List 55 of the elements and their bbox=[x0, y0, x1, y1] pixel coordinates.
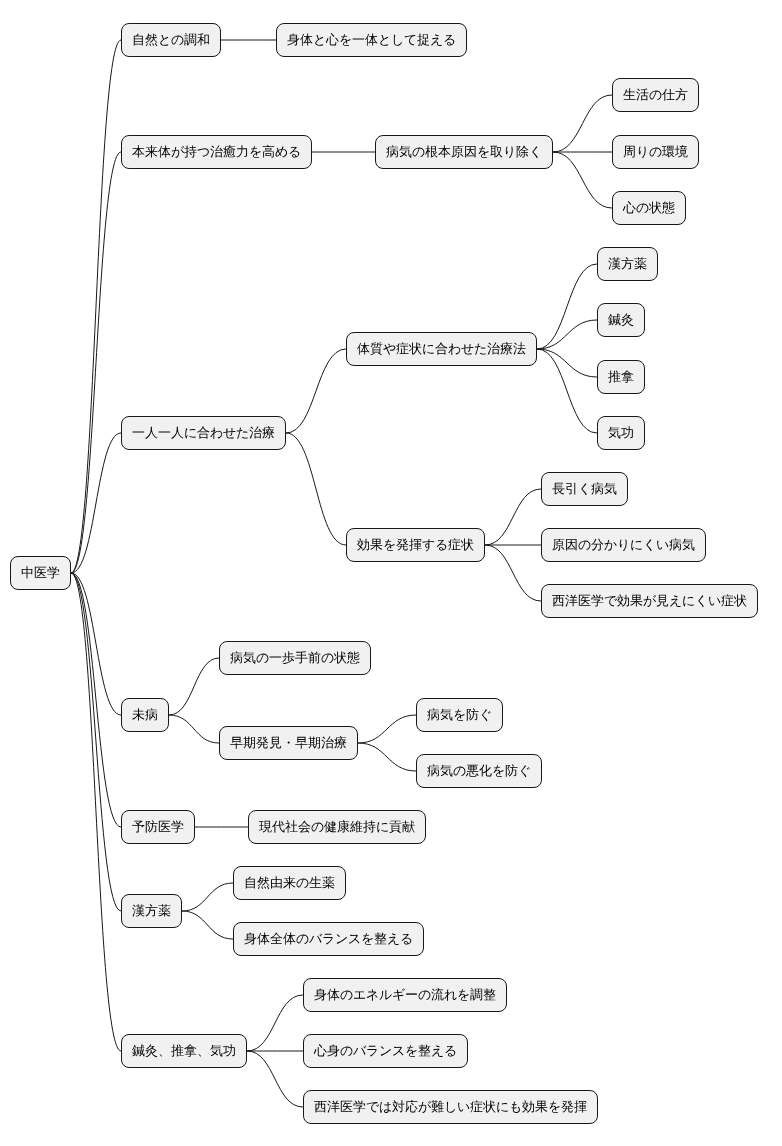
topic-box: 推拿 bbox=[597, 360, 645, 394]
topic-box: 生活の仕方 bbox=[612, 78, 699, 112]
topic-box: 現代社会の健康維持に貢献 bbox=[248, 810, 426, 844]
connector-line bbox=[70, 572, 122, 1052]
connector-line bbox=[70, 39, 122, 574]
topic-box: 心身のバランスを整える bbox=[303, 1034, 468, 1068]
topic-box: 自然由来の生薬 bbox=[233, 866, 346, 900]
connector-line bbox=[70, 151, 122, 574]
topic-box: 未病 bbox=[121, 698, 169, 732]
connector-line bbox=[536, 348, 598, 434]
topic-box: 心の状態 bbox=[612, 191, 686, 225]
connector-line bbox=[246, 1050, 304, 1108]
connector-line bbox=[285, 432, 347, 546]
connector-line bbox=[181, 910, 234, 940]
topic-box: 漢方薬 bbox=[121, 894, 182, 928]
topic-box: 身体のエネルギーの流れを調整 bbox=[303, 978, 507, 1012]
connector-line bbox=[168, 714, 220, 744]
connector-line bbox=[168, 657, 220, 716]
topic-box: 鍼灸、推拿、気功 bbox=[121, 1034, 247, 1068]
connector-line bbox=[536, 348, 598, 378]
connector-line bbox=[311, 151, 376, 153]
connector-line bbox=[220, 39, 277, 41]
topic-box: 身体と心を一体として捉える bbox=[276, 23, 467, 57]
connector-line bbox=[246, 1050, 304, 1052]
connector-line bbox=[181, 882, 234, 912]
topic-box: 効果を発揮する症状 bbox=[346, 528, 485, 562]
topic-box: 身体全体のバランスを整える bbox=[233, 922, 424, 956]
topic-box: 中医学 bbox=[10, 556, 71, 590]
topic-box: 予防医学 bbox=[121, 810, 195, 844]
topic-box: 西洋医学で効果が見えにくい症状 bbox=[541, 584, 758, 618]
connector-line bbox=[285, 348, 347, 434]
connector-line bbox=[70, 432, 122, 574]
connector-line bbox=[552, 151, 613, 209]
topic-box: 病気を防ぐ bbox=[416, 698, 503, 732]
topic-box: 体質や症状に合わせた治療法 bbox=[346, 332, 537, 366]
topic-box: 本来体が持つ治癒力を高める bbox=[121, 135, 312, 169]
connector-line bbox=[552, 151, 613, 153]
connector-line bbox=[484, 544, 542, 546]
topic-box: 原因の分かりにくい病気 bbox=[541, 528, 706, 562]
topic-box: 病気の悪化を防ぐ bbox=[416, 754, 542, 788]
topic-box: 漢方薬 bbox=[597, 247, 658, 281]
topic-box: 気功 bbox=[597, 416, 645, 450]
connector-line bbox=[357, 742, 417, 772]
topic-box: 周りの環境 bbox=[612, 135, 699, 169]
topic-box: 病気の根本原因を取り除く bbox=[375, 135, 553, 169]
connector-line bbox=[194, 826, 249, 828]
topic-box: 早期発見・早期治療 bbox=[219, 726, 358, 760]
connector-line bbox=[70, 572, 122, 828]
topic-box: 自然との調和 bbox=[121, 23, 221, 57]
topic-box: 鍼灸 bbox=[597, 303, 645, 337]
topic-box: 一人一人に合わせた治療 bbox=[121, 416, 286, 450]
connector-line bbox=[484, 544, 542, 602]
topic-box: 西洋医学では対応が難しい症状にも効果を発揮 bbox=[303, 1090, 598, 1124]
topic-box: 長引く病気 bbox=[541, 472, 628, 506]
topic-box: 病気の一歩手前の状態 bbox=[219, 641, 371, 675]
